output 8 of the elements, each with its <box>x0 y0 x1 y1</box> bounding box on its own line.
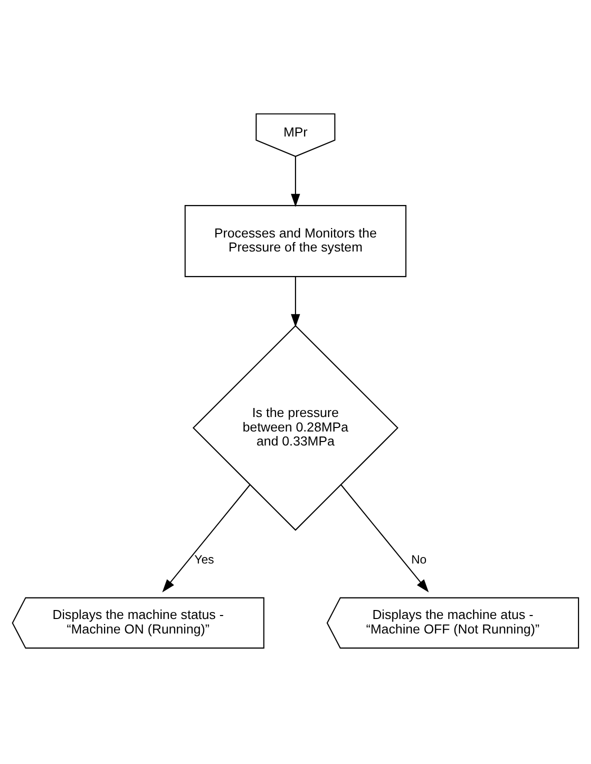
arrow <box>290 276 300 328</box>
node-box: Processes and Monitors the Pressure of the system <box>184 204 406 278</box>
edge-label: No <box>411 552 427 567</box>
arrow <box>340 484 429 592</box>
arrow <box>290 156 300 208</box>
node-diamond: Is the pressure between 0.28MPa and 0.33MPa <box>192 324 398 531</box>
arrow <box>162 484 250 592</box>
edge-label: Yes <box>194 552 214 567</box>
